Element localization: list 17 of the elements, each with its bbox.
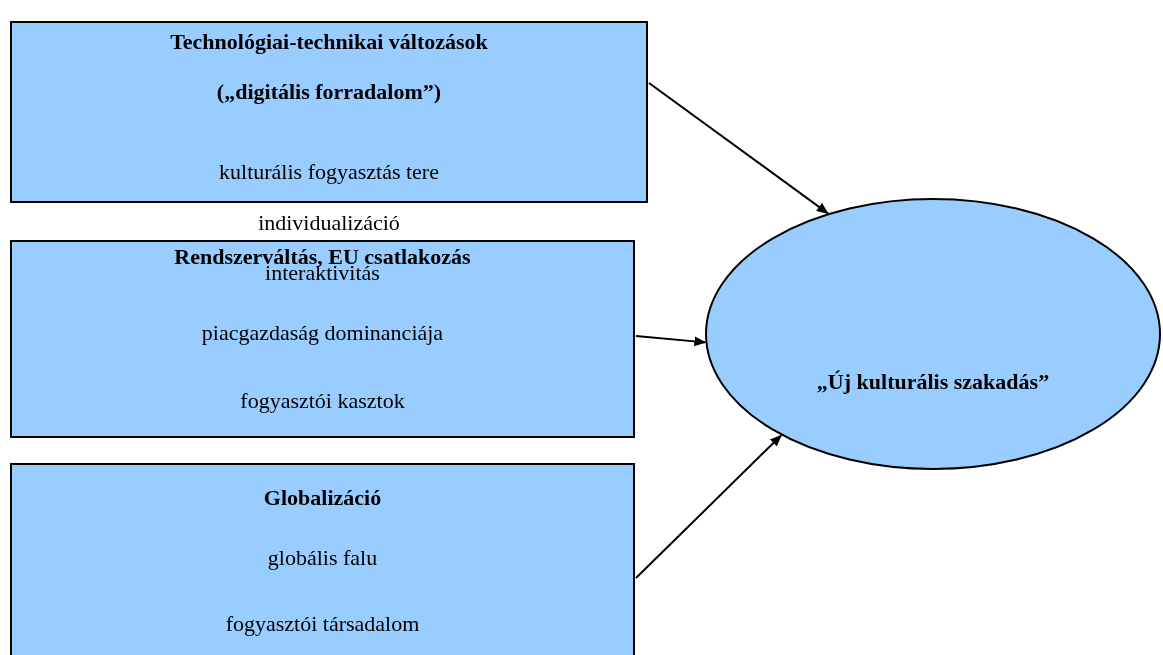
box-text: („digitális forradalom”) [215, 79, 443, 105]
ellipse-node [705, 198, 1161, 470]
arrow [635, 335, 707, 347]
arrow [635, 434, 783, 579]
box-text: fogyasztói kasztok [239, 388, 406, 414]
side-text: individualizáció [257, 210, 401, 236]
box-text: fogyasztói társadalom [224, 611, 421, 637]
process-box [10, 21, 648, 203]
process-box [10, 463, 635, 655]
process-box [10, 240, 635, 438]
box-heading: Globalizáció [262, 485, 383, 511]
box-text: piacgazdaság dominanciája [200, 320, 445, 346]
box-text: kulturális fogyasztás tere [218, 159, 440, 185]
box-heading: Technológiai-technikai változások [169, 29, 489, 55]
box-text: globális falu [266, 545, 379, 571]
arrow [648, 82, 829, 215]
box-heading: „Új kulturális szakadás” [815, 369, 1051, 395]
